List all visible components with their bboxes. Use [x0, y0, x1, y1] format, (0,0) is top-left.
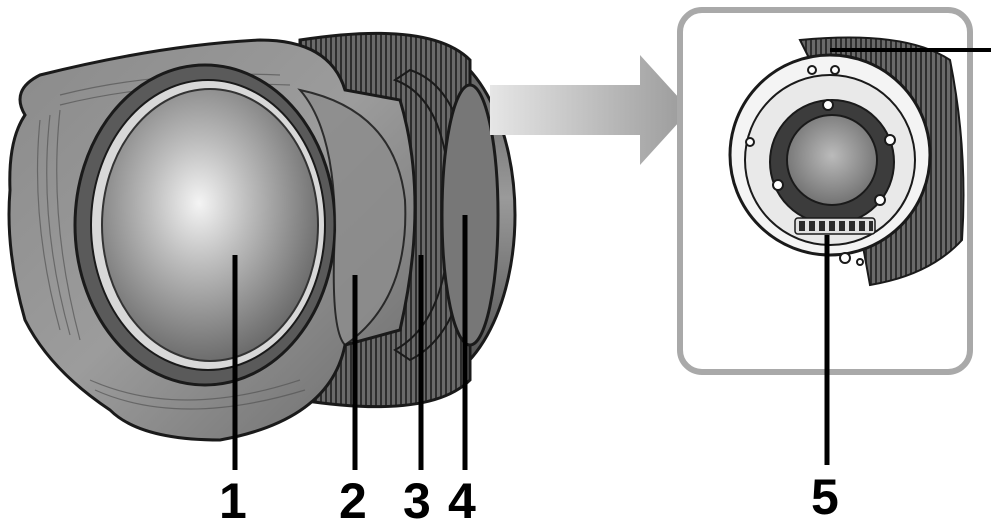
arrow-icon — [490, 55, 690, 165]
rear-lens-element — [786, 114, 878, 206]
mount-contacts — [794, 217, 876, 235]
mount-screws — [745, 65, 896, 266]
callout-number-5: 5 — [811, 469, 839, 525]
callout-number-2: 2 — [339, 473, 367, 529]
callout-number-3: 3 — [403, 473, 431, 529]
callout-lines — [232, 215, 830, 470]
callout-number-4: 4 — [448, 473, 476, 529]
lens-side-view — [7, 31, 517, 442]
callout-number-1: 1 — [219, 473, 247, 529]
barrel-end — [440, 83, 500, 347]
front-lens-glass — [101, 88, 319, 362]
rear-view-inset — [677, 7, 991, 375]
